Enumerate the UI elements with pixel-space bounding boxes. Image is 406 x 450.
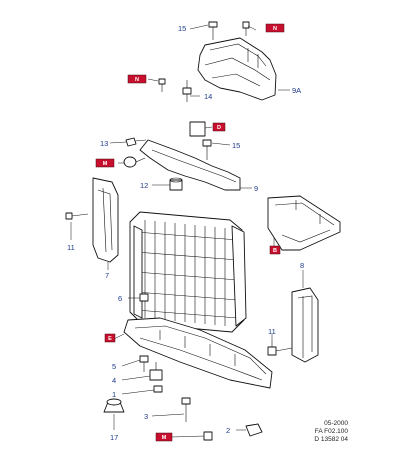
callout-15b: 15 xyxy=(232,141,240,150)
footer-reference: D 13582 04 xyxy=(314,436,348,443)
callout-7: 7 xyxy=(105,271,109,280)
fastener-left-n xyxy=(158,78,166,92)
badge-d-upper: D xyxy=(212,122,226,132)
nut-4 xyxy=(149,362,163,381)
callout-5: 5 xyxy=(112,362,116,371)
callout-15a: 15 xyxy=(178,24,186,33)
footer-date: 05-2000 xyxy=(324,420,348,427)
callout-3: 3 xyxy=(144,412,148,421)
radiator-core xyxy=(129,211,247,333)
callout-14: 14 xyxy=(204,92,212,101)
side-deflector-8 xyxy=(291,287,319,363)
footer-code: FA F02.100 xyxy=(314,428,348,435)
badge-m-mid: M xyxy=(95,158,115,168)
callout-4: 4 xyxy=(112,376,116,385)
svg-text:N: N xyxy=(273,26,277,32)
svg-text:M: M xyxy=(162,435,167,441)
callout-11a: 11 xyxy=(67,243,75,252)
grommet-17 xyxy=(103,398,125,413)
callout-11b: 11 xyxy=(268,327,276,336)
badges: N N D M B E M xyxy=(95,23,285,442)
svg-text:M: M xyxy=(103,161,108,167)
screw-15-top xyxy=(208,21,218,40)
callout-9a: 9A xyxy=(292,86,301,95)
clip-top-right xyxy=(242,21,250,36)
side-deflector-7 xyxy=(92,177,119,263)
screw-11-left xyxy=(65,212,89,220)
svg-text:D: D xyxy=(217,125,221,131)
right-upper-deflector xyxy=(267,195,341,251)
nut-bottom-m xyxy=(203,431,213,441)
clip-6 xyxy=(139,293,149,302)
grommet-d xyxy=(123,156,146,168)
svg-text:E: E xyxy=(108,336,112,342)
badge-n-left: N xyxy=(127,74,147,84)
screw-13 xyxy=(125,137,147,147)
svg-text:B: B xyxy=(273,248,277,254)
badge-e-lower: E xyxy=(104,333,116,343)
callout-8: 8 xyxy=(300,261,304,270)
svg-text:N: N xyxy=(135,77,139,83)
screw-11-right xyxy=(267,340,293,356)
lower-splash-shield xyxy=(123,317,273,389)
badge-n-top: N xyxy=(265,23,285,33)
badge-m-bottom: M xyxy=(155,432,173,442)
clip-2 xyxy=(245,423,263,437)
bolt-5 xyxy=(139,355,149,372)
badge-b-right: B xyxy=(269,245,281,255)
diagram-reference-footer: 05-2000 FA F02.100 D 13582 04 xyxy=(314,420,348,444)
callout-9: 9 xyxy=(254,184,258,193)
fastener-14 xyxy=(182,80,192,102)
callout-1: 1 xyxy=(112,390,116,399)
callout-2: 2 xyxy=(226,426,230,435)
callouts: 15 9A 14 13 15 12 9 11 7 8 6 11 5 4 1 3 … xyxy=(67,24,304,442)
bolt-3 xyxy=(181,397,191,422)
bolt-15-lower xyxy=(202,139,212,160)
callout-13: 13 xyxy=(100,139,108,148)
upper-bracket-9 xyxy=(139,121,241,191)
callout-17: 17 xyxy=(110,433,118,442)
bushing-12 xyxy=(169,177,183,191)
callout-12: 12 xyxy=(140,181,148,190)
clip-1 xyxy=(153,385,163,393)
air-deflector-9a xyxy=(197,37,277,101)
callout-6: 6 xyxy=(118,294,122,303)
